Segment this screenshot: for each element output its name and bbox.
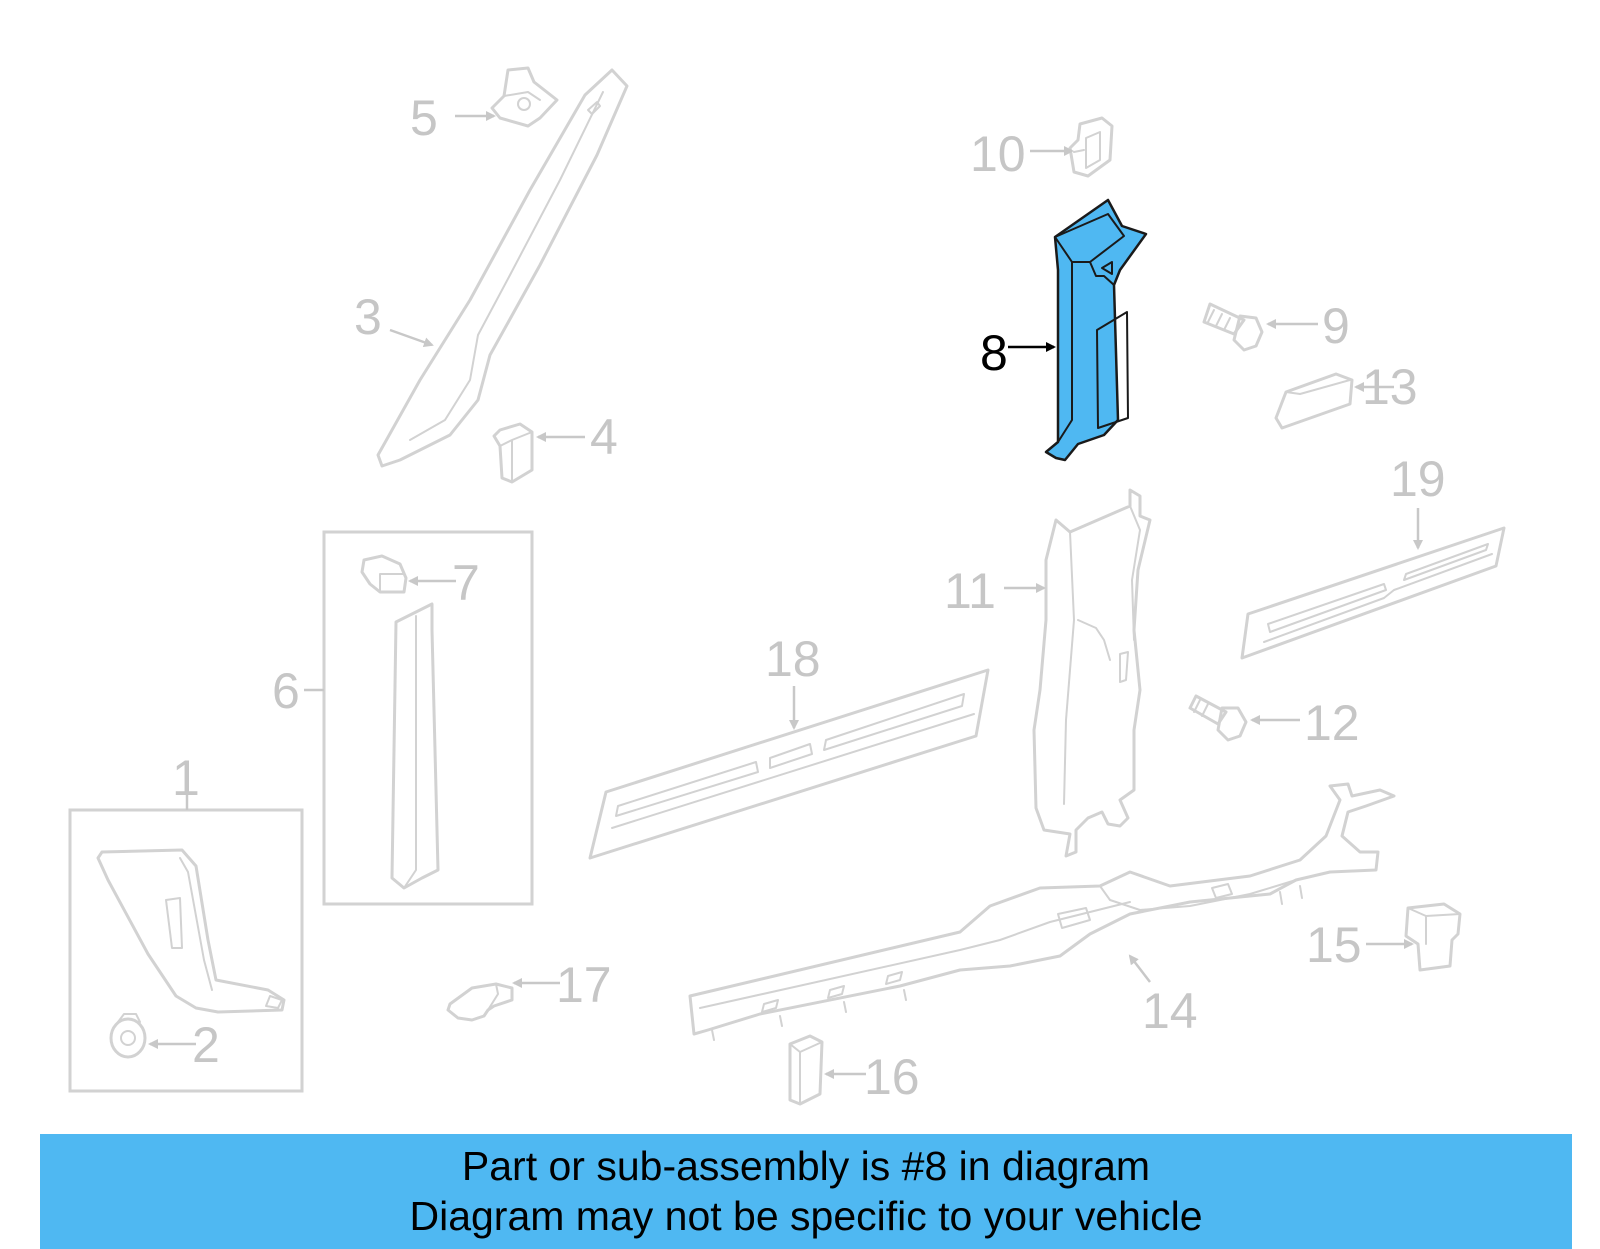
banner-line-1: Part or sub-assembly is #8 in diagram (461, 1143, 1151, 1189)
callout-2: 2 (192, 1017, 220, 1073)
part-13-cover[interactable]: 13 (1274, 359, 1418, 430)
part-12-bolt[interactable]: 12 (1188, 694, 1360, 751)
part-6-group-box[interactable]: 6 7 (272, 530, 534, 906)
part-15-clip[interactable]: 15 (1306, 902, 1462, 973)
callout-15: 15 (1306, 917, 1362, 973)
callout-7: 7 (452, 555, 480, 611)
part-9-bolt[interactable]: 9 (1202, 298, 1350, 354)
part-3-a-pillar-trim[interactable]: 3 (354, 68, 629, 468)
part-17-plug[interactable]: 17 (446, 957, 612, 1022)
callout-9: 9 (1322, 298, 1350, 354)
callout-17: 17 (556, 957, 612, 1013)
part-19-sill-plate[interactable]: 19 (1240, 451, 1506, 660)
part-18-sill-plate[interactable]: 18 (588, 631, 990, 860)
callout-3: 3 (354, 289, 382, 345)
part-8-b-pillar-upper-trim[interactable]: 8 (980, 198, 1148, 462)
callout-19: 19 (1390, 451, 1446, 507)
callout-6: 6 (272, 663, 300, 719)
part-14-sill-trim[interactable]: 14 (688, 782, 1396, 1041)
part-10-clip[interactable]: 10 (970, 116, 1114, 182)
callout-4: 4 (590, 409, 618, 465)
callout-1: 1 (172, 750, 200, 806)
callout-13: 13 (1362, 359, 1418, 415)
callout-11: 11 (944, 563, 996, 619)
callout-10: 10 (970, 126, 1026, 182)
part-4-clip[interactable]: 4 (492, 409, 618, 484)
part-11-b-pillar-lower-trim[interactable]: 11 (944, 488, 1152, 858)
callout-8: 8 (980, 325, 1008, 381)
callout-18: 18 (765, 631, 821, 687)
part-16-clip[interactable]: 16 (788, 1034, 920, 1106)
banner-line-2: Diagram may not be specific to your vehi… (409, 1193, 1203, 1239)
callout-12: 12 (1304, 695, 1360, 751)
part-1-group-box[interactable]: 1 2 (68, 750, 304, 1093)
info-banner: Part or sub-assembly is #8 in diagram Di… (40, 1134, 1572, 1249)
callout-16: 16 (864, 1049, 920, 1105)
callout-5: 5 (410, 90, 438, 146)
callout-14: 14 (1142, 983, 1198, 1039)
part-5-clip[interactable]: 5 (410, 66, 559, 146)
